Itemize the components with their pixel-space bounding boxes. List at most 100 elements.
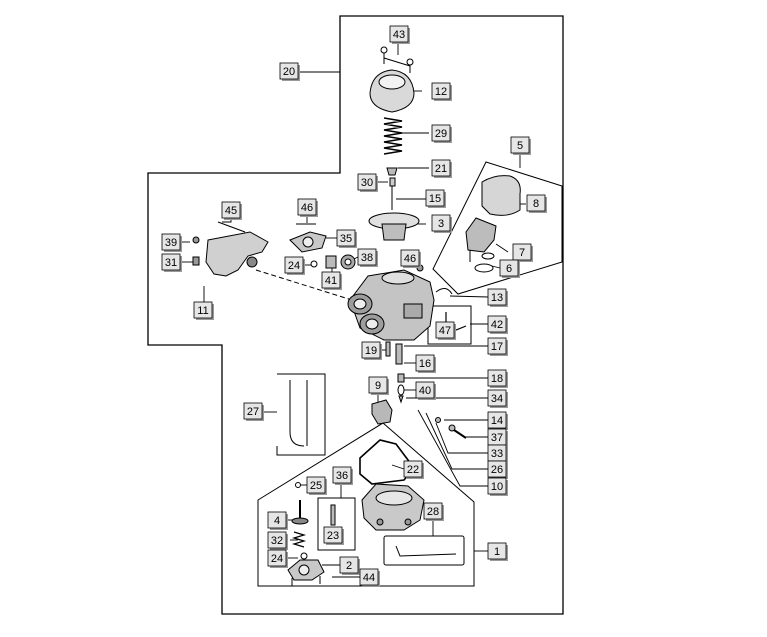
callout-number: 26 [491, 464, 503, 476]
callout-39: 39 [161, 233, 182, 252]
callout-box [243, 402, 263, 420]
callout-16: 16 [415, 354, 436, 373]
callout-number: 3 [438, 218, 444, 230]
callout-number: 34 [491, 393, 503, 405]
callout-box [526, 194, 546, 212]
callout-number: 39 [165, 237, 177, 249]
callout-box [487, 411, 507, 429]
callout-box [487, 369, 507, 387]
callout-45: 45 [221, 201, 242, 220]
callout-box [267, 549, 287, 567]
callout-1: 1 [487, 542, 508, 561]
jet-23-box [317, 497, 356, 551]
callout-box [512, 243, 532, 261]
callout-38: 38 [357, 248, 378, 267]
callout-28: 28 [423, 502, 444, 521]
callout-37: 37 [487, 428, 508, 447]
diaphragm-icon [368, 212, 420, 241]
callout-44: 44 [359, 568, 380, 587]
callout-number: 13 [491, 292, 503, 304]
callout-number: 15 [429, 193, 441, 205]
leader-lines [180, 42, 526, 578]
callout-box [267, 511, 287, 529]
callout-box [510, 136, 530, 154]
callout-number: 46 [404, 253, 416, 265]
callout-34: 34 [487, 389, 508, 408]
callout-box [193, 301, 213, 319]
callout-12: 12 [431, 82, 452, 101]
callout-number: 29 [435, 128, 447, 140]
callout-box [487, 389, 507, 407]
callout-box [487, 460, 507, 478]
callout-43: 43 [389, 25, 410, 44]
callout-number: 28 [427, 506, 439, 518]
callout-number: 5 [517, 140, 523, 152]
callout-box [339, 556, 359, 574]
callout-number: 11 [197, 305, 208, 317]
callout-15: 15 [425, 189, 446, 208]
callout-box [357, 248, 377, 266]
callout-number: 38 [361, 252, 373, 264]
carburetor-body-icon [347, 264, 453, 365]
callout-number: 20 [283, 66, 295, 78]
float-valve-icon [397, 373, 405, 404]
callout-20: 20 [279, 62, 300, 81]
callout-box [431, 124, 451, 142]
callout-box [361, 341, 381, 359]
callout-number: 27 [247, 406, 259, 418]
callout-box [279, 62, 299, 80]
axis-dashed-line [255, 269, 353, 301]
callout-21: 21 [431, 159, 452, 178]
hose-27-box [276, 373, 326, 456]
callout-23: 23 [323, 526, 344, 545]
callout-number: 41 [325, 275, 337, 287]
callout-10: 10 [487, 477, 508, 496]
callout-5: 5 [510, 136, 531, 155]
air-filter-icon [465, 175, 521, 273]
callout-number: 7 [519, 247, 525, 259]
callout-number: 14 [491, 415, 503, 427]
callout-box [221, 201, 241, 219]
callout-13: 13 [487, 288, 508, 307]
callout-box [368, 376, 388, 394]
callout-9: 9 [368, 376, 389, 395]
throttle-bracket-icon [192, 221, 269, 277]
callout-4: 4 [267, 511, 288, 530]
callout-number: 35 [340, 233, 352, 245]
carb-cover-icon [369, 69, 415, 113]
callout-number: 6 [506, 263, 512, 275]
callout-box [487, 315, 507, 333]
callout-8: 8 [526, 194, 547, 213]
hose-27-icon [289, 380, 308, 447]
callout-47: 47 [435, 321, 456, 340]
callout-46b: 46 [400, 249, 421, 268]
callout-22: 22 [403, 460, 424, 479]
callout-number: 32 [271, 535, 283, 547]
callout-number: 24 [288, 260, 300, 272]
callout-25: 25 [306, 476, 327, 495]
drain-tube-28-icon [395, 545, 457, 557]
callout-11: 11 [193, 301, 214, 320]
callout-box [423, 502, 443, 520]
callout-number: 18 [491, 373, 503, 385]
callout-29: 29 [431, 124, 452, 143]
callout-3: 3 [431, 214, 452, 233]
bolts-43-icon [380, 46, 414, 73]
callout-box [431, 82, 451, 100]
callout-number: 21 [435, 163, 447, 175]
callout-box [357, 173, 377, 191]
callout-6: 6 [499, 259, 520, 278]
callout-box [431, 159, 451, 177]
jet-needle-icon [389, 177, 396, 210]
choke-parts-icon [289, 223, 356, 270]
callout-17: 17 [487, 337, 508, 356]
spring-32-icon [291, 531, 307, 548]
callout-box [323, 526, 343, 544]
callout-number: 43 [393, 29, 405, 41]
callout-31: 31 [161, 253, 182, 272]
callout-number: 36 [336, 470, 348, 482]
callout-box [306, 476, 326, 494]
callout-46a: 46 [297, 198, 318, 217]
